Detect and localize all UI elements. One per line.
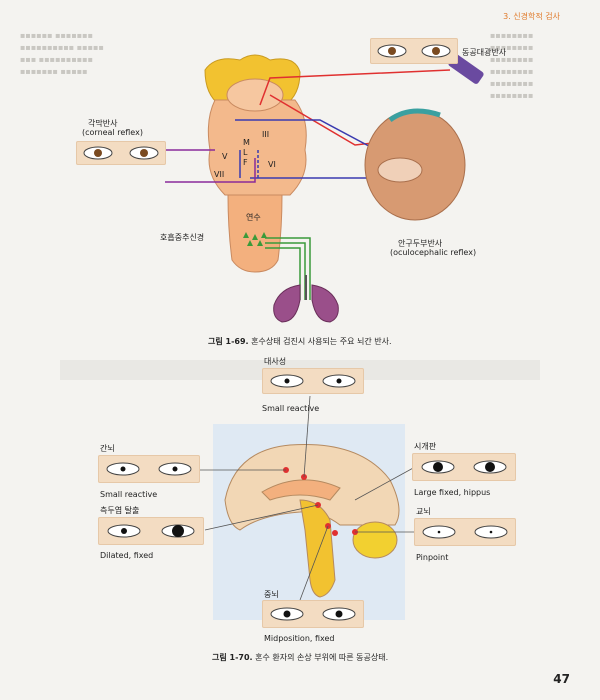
figure-1-70-caption: 그림 1-70. 혼수 환자의 손상 부위에 따른 동공상태. <box>212 653 389 662</box>
label-midbrain-desc: Midposition, fixed <box>264 634 335 643</box>
label-medulla: 연수 <box>246 213 261 222</box>
label-diencephalon-desc: Small reactive <box>100 490 158 499</box>
label-thalamus-desc: Large fixed, hippus <box>414 488 491 497</box>
eye-panel-metabolic <box>262 368 364 394</box>
eye-panel-diencephalon <box>98 455 200 483</box>
figure-1-69-caption: 그림 1-69. 혼수상태 검진시 사용되는 주요 뇌간 반사. <box>208 337 392 346</box>
label-corneal-reflex-en: (corneal reflex) <box>82 128 143 137</box>
label-corneal-reflex-ko: 각막반사 <box>88 119 118 128</box>
label-nerve-VII: VII <box>214 170 225 179</box>
label-uncal-desc: Dilated, fixed <box>100 551 154 560</box>
label-pons-desc: Pinpoint <box>416 553 449 562</box>
label-nerve-III: III <box>262 130 270 139</box>
label-metabolic: 대사성 <box>264 357 287 366</box>
label-oculocephalic-ko: 안구두부반사 <box>398 239 443 248</box>
eye-panel-thalamus <box>412 453 516 481</box>
label-pupillary-light-reflex: 동공대광반사 <box>462 48 507 57</box>
eye-panel-midbrain <box>262 600 364 628</box>
faded-text-left: ▪▪▪▪▪▪ ▪▪▪▪▪▪▪▪▪▪▪▪▪▪▪▪▪ ▪▪▪▪▪▪▪▪ ▪▪▪▪▪▪… <box>20 31 104 76</box>
faded-text-right: ▪▪▪▪▪▪▪▪▪▪▪▪▪▪▪▪▪▪▪▪▪▪▪▪▪▪▪▪▪▪▪▪▪▪▪▪▪▪▪▪… <box>490 31 534 100</box>
section-header: 3. 신경학적 검사 <box>503 12 560 21</box>
label-metabolic-desc: Small reactive <box>262 404 320 413</box>
label-midbrain: 중뇌 <box>264 590 279 599</box>
page-number: 47 <box>553 672 570 686</box>
label-thalamus: 시개판 <box>414 442 437 451</box>
eye-panel-uncal <box>98 517 204 545</box>
label-uncal: 측두엽 탈출 <box>100 506 140 515</box>
label-nerve-V: V <box>222 152 228 161</box>
label-diencephalon: 간뇌 <box>100 444 115 453</box>
eye-panel-pons <box>414 518 516 546</box>
label-pons: 교뇌 <box>416 507 431 516</box>
label-respiratory-center: 호흡중추신경 <box>160 233 205 242</box>
eye-panel-pupillary <box>370 38 458 64</box>
label-mlf-f: F <box>243 158 248 167</box>
brainstem-reflex-diagram <box>165 54 484 323</box>
label-mlf-l: L <box>243 148 248 157</box>
label-mlf-m: M <box>243 138 250 147</box>
eye-panel-corneal <box>76 141 166 165</box>
label-nerve-VI: VI <box>268 160 276 169</box>
label-oculocephalic-en: (oculocephalic reflex) <box>390 248 477 257</box>
